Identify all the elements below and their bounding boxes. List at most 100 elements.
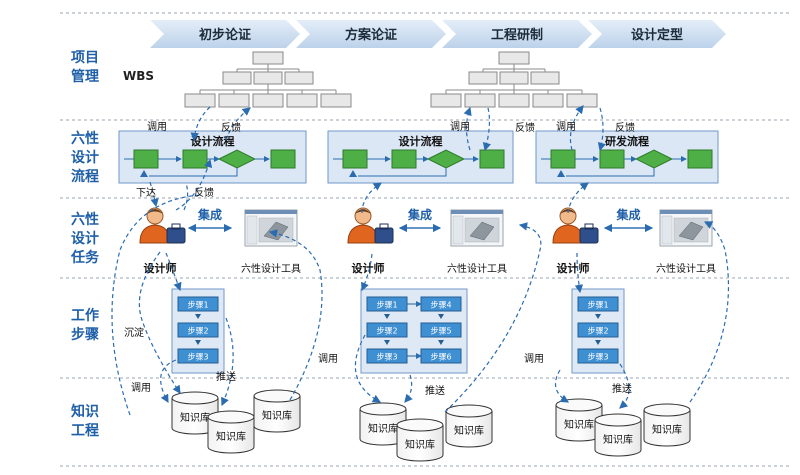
- phase-chevron-1: 初步论证: [150, 20, 300, 48]
- person-hair: [355, 209, 371, 214]
- cylinder-top: [445, 404, 493, 418]
- dashed-link: [404, 374, 413, 403]
- wbs-node: [184, 93, 216, 108]
- wbs-node: [218, 93, 250, 108]
- wbs-node: [498, 93, 530, 108]
- knowledge-base-label: 知识库: [603, 433, 633, 446]
- designer-icon-1: [139, 207, 186, 244]
- designer-label: 设计师: [557, 261, 590, 275]
- edge-label-call: 调用: [131, 382, 151, 394]
- tool-label: 六性设计工具: [241, 262, 301, 275]
- cylinder-body: [396, 425, 444, 462]
- briefcase: [374, 227, 394, 244]
- edge-label-push: 推送: [216, 370, 236, 383]
- edge-label-call: 调用: [147, 121, 167, 133]
- cylinder-body: [445, 411, 493, 448]
- step-label: 步骤4: [430, 301, 451, 310]
- step-box: [366, 322, 408, 338]
- row-labels: 项目 管理 六性 设计 流程 六性 设计 任务 工作 步骤 知识 工程: [70, 50, 100, 439]
- dashed-links: [111, 105, 730, 416]
- integrate-label: 集成: [615, 207, 640, 222]
- tool-titlebar: [245, 210, 297, 214]
- cylinder-top: [643, 403, 691, 417]
- tool-model-shape: [678, 221, 704, 241]
- step-down-arrow: [438, 314, 444, 319]
- tool-label: 六性设计工具: [447, 262, 507, 275]
- flow-step-box: [133, 149, 159, 169]
- row-label-flow-3: 流程: [71, 168, 99, 185]
- dashed-link: [149, 181, 159, 208]
- flow-step-box: [342, 149, 368, 169]
- phase-label-4: 设计定型: [631, 27, 683, 43]
- dashed-link: [190, 106, 211, 142]
- wbs-node: [430, 93, 462, 108]
- row-label-flow-2: 设计: [71, 149, 99, 166]
- edge-label-push: 推送: [612, 382, 632, 395]
- row-label-project-1: 项目: [71, 50, 99, 66]
- step-label: 步骤2: [376, 327, 397, 336]
- knowledge-base-label: 知识库: [368, 422, 398, 435]
- step-label: 步骤1: [376, 301, 397, 310]
- wbs-node: [499, 71, 529, 85]
- phase-chevron-2: 方案论证: [296, 20, 446, 48]
- row-label-steps-2: 步骤: [71, 326, 99, 343]
- cylinder-body: [207, 417, 255, 454]
- knowledge-base-cylinder: 知识库: [555, 398, 603, 442]
- step-label: 步骤3: [187, 353, 208, 362]
- person-body: [552, 224, 584, 244]
- wbs-connector: [482, 64, 546, 72]
- edge-label-feedback: 反馈: [615, 121, 635, 134]
- phase-chevron-4: 设计定型: [588, 20, 726, 48]
- knowledge-base-cylinder: 知识库: [445, 404, 493, 448]
- cylinder-body: [253, 396, 301, 433]
- knowledge-base-cylinder: 知识库: [171, 391, 219, 435]
- flow-step-box: [687, 149, 713, 169]
- cylinder-top: [253, 389, 301, 403]
- integrate-label: 集成: [407, 207, 432, 222]
- knowledge-base-label: 知识库: [405, 438, 435, 451]
- row-separators: [60, 12, 790, 467]
- dashed-link: [689, 221, 730, 403]
- wbs-node: [498, 51, 530, 65]
- flow-triangle-marker: [140, 170, 148, 177]
- dashed-link: [569, 105, 584, 151]
- wbs-connector: [446, 84, 582, 91]
- integrate-label: 集成: [197, 207, 222, 222]
- step-label: 步骤6: [430, 353, 451, 362]
- cylinder-top: [359, 402, 407, 416]
- designer-label: 设计师: [352, 261, 385, 275]
- wbs-node: [464, 93, 496, 108]
- edge-label-settle: 沉淀: [124, 326, 144, 339]
- tool-panel: [452, 215, 464, 245]
- knowledge-base-label: 知识库: [262, 409, 292, 422]
- tool-titlebar: [451, 210, 503, 214]
- phase-label-2: 方案论证: [345, 27, 397, 43]
- person-body: [347, 224, 379, 244]
- wbs-tree-2: [430, 51, 598, 108]
- phase-label-3: 工程研制: [491, 27, 543, 43]
- step-box: [577, 348, 619, 364]
- phase-bar: 初步论证 方案论证 工程研制 设计定型: [150, 20, 726, 48]
- step-box: [420, 322, 462, 338]
- dashed-link: [444, 222, 542, 413]
- knowledge-base-label: 知识库: [454, 424, 484, 437]
- dashed-link: [619, 363, 630, 409]
- wbs-tree-1: [184, 51, 352, 108]
- knowledge-base-cylinder: 知识库: [207, 410, 255, 454]
- cylinder-top: [207, 410, 255, 424]
- cylinder-body: [643, 410, 691, 447]
- flow-step-box: [270, 149, 296, 169]
- wbs-node: [566, 93, 598, 108]
- wbs-node: [320, 93, 352, 108]
- design-tool-screenshot-1: [244, 209, 298, 247]
- wbs-node: [468, 71, 498, 85]
- design-tool-screenshot-3: [659, 209, 713, 247]
- dashed-link: [111, 194, 201, 416]
- cylinder-top: [171, 391, 219, 405]
- step-label: 步骤3: [376, 353, 397, 362]
- edge-labels: 调用反馈下达反馈调用反馈调用反馈沉淀调用推送调用推送调用推送: [124, 121, 635, 397]
- row-label-steps-1: 工作: [71, 307, 99, 324]
